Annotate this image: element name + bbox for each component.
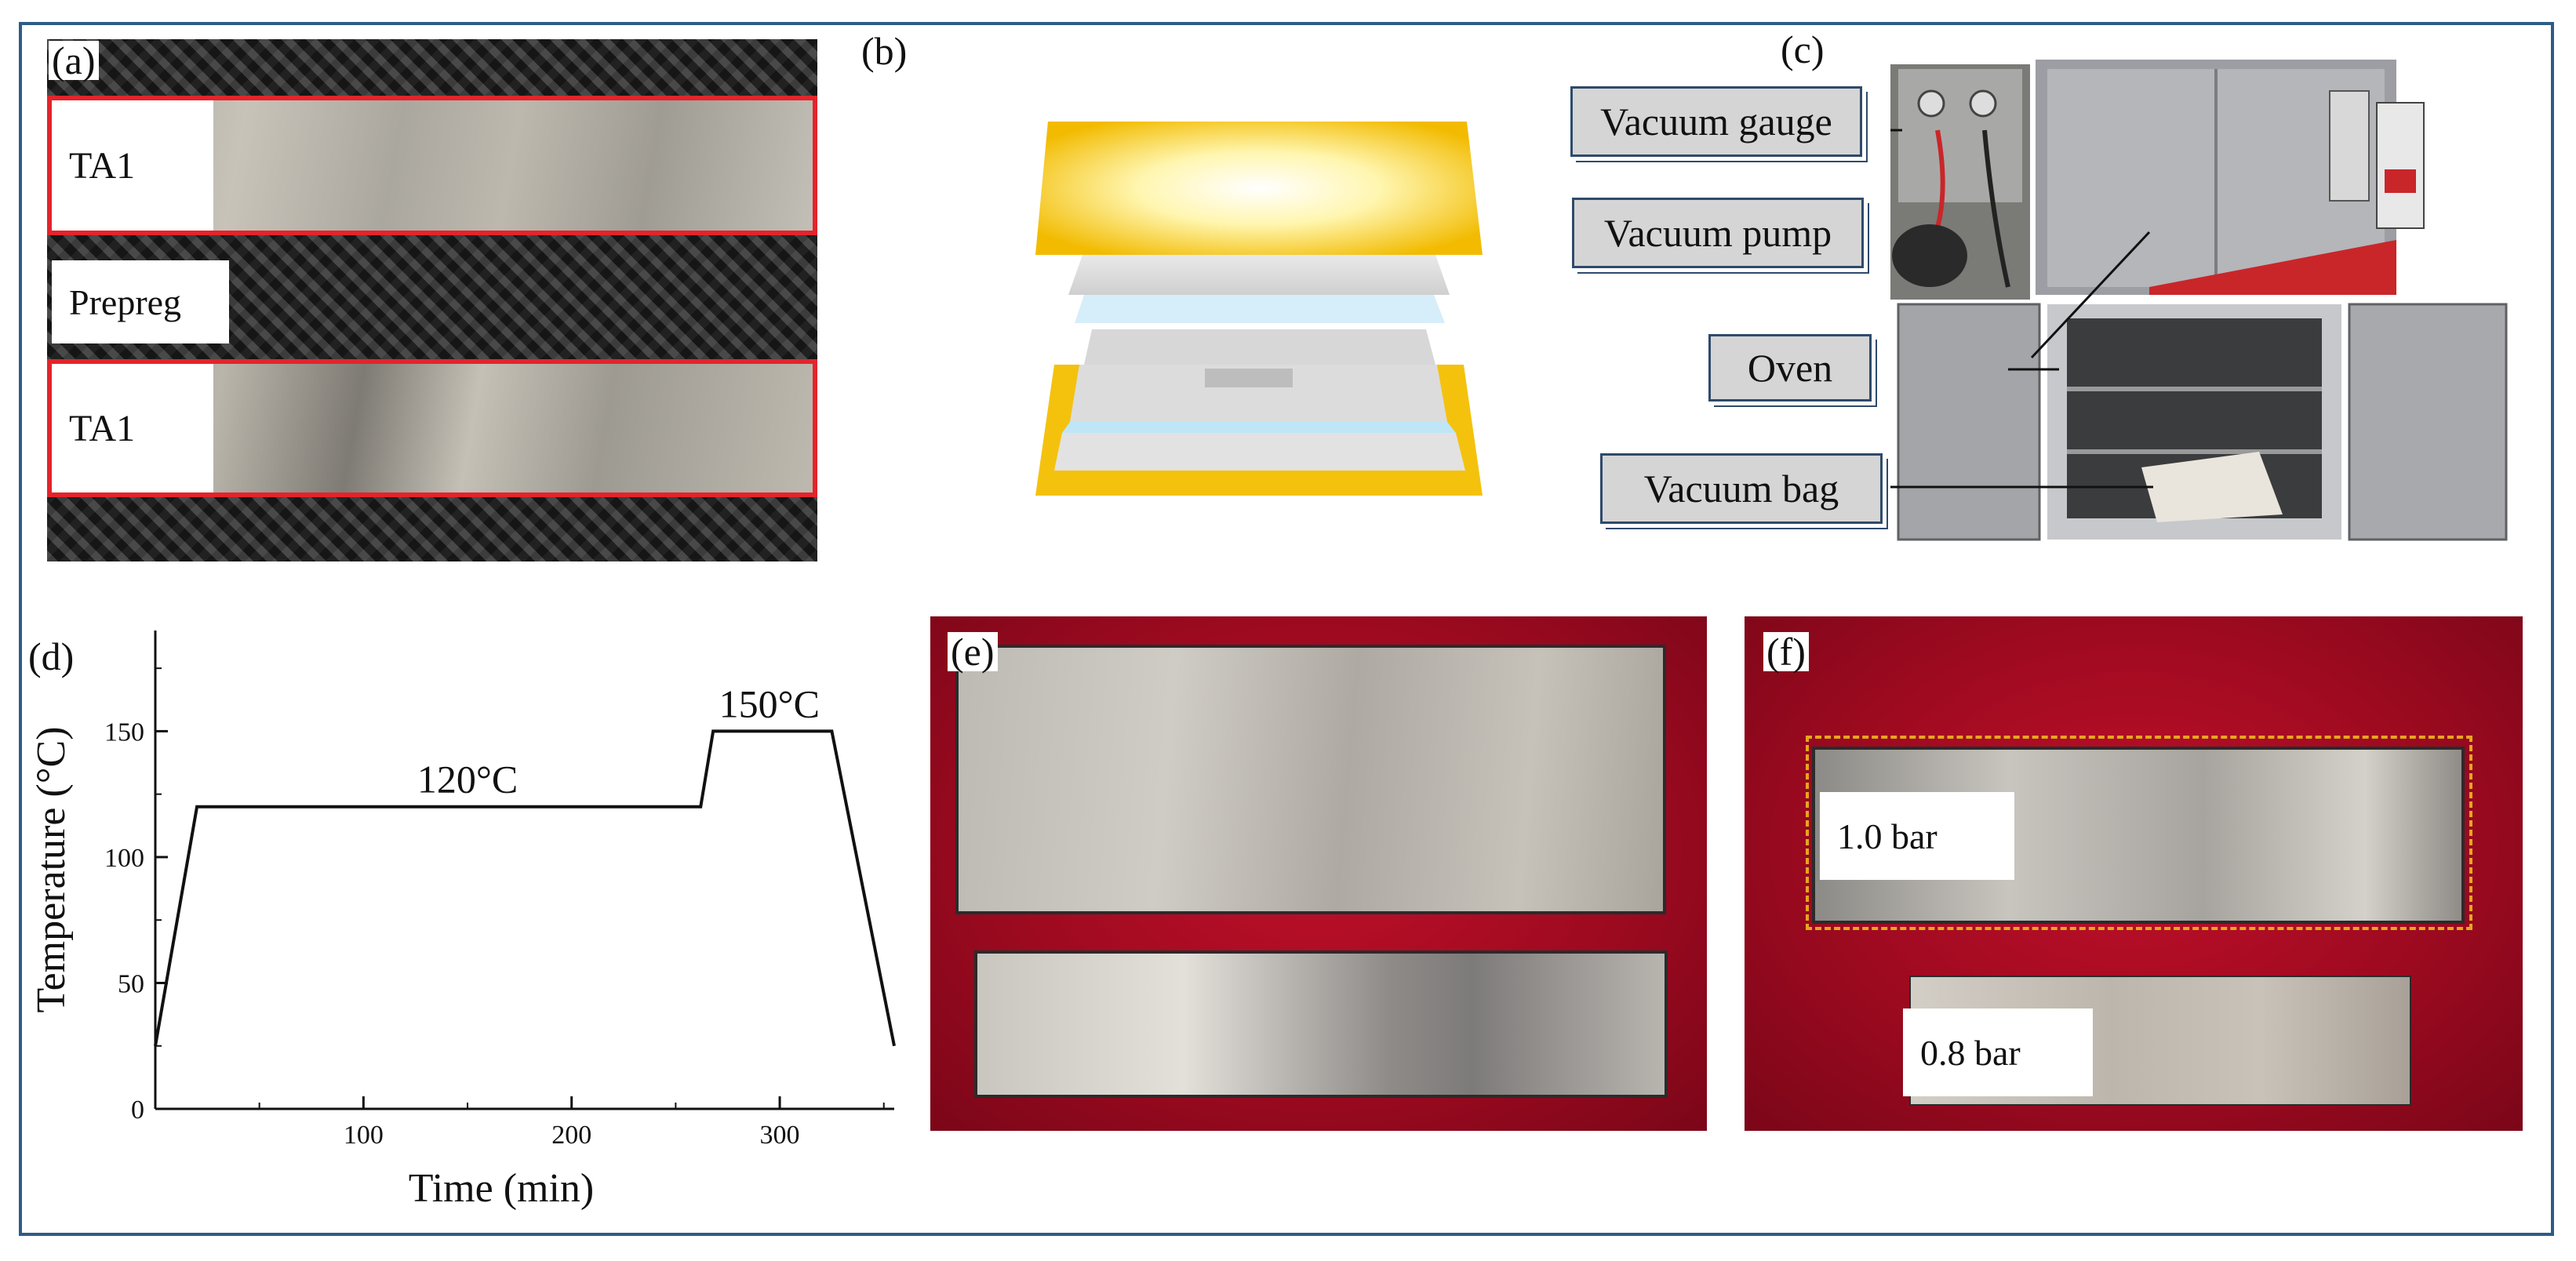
oven-control-panel: [2329, 90, 2370, 202]
y-axis-label: Temperature (°C): [29, 726, 74, 1012]
panel-label-e: (e): [948, 632, 998, 671]
dashed-highlight-box: [1806, 736, 2472, 930]
panel-label-d: (d): [28, 634, 75, 678]
leader-oven-closed: [2030, 231, 2151, 359]
label-1-0-bar: 1.0 bar: [1820, 792, 2014, 880]
callout-vacuum-bag: Vacuum bag: [1600, 453, 1883, 524]
lower-breather-layer: [1062, 422, 1456, 433]
gauge-right-icon: [1969, 89, 1997, 118]
specimen-insert: [1205, 369, 1293, 387]
panel-e-photo: [930, 616, 1707, 1131]
temperature-annotation: 150°C: [719, 681, 820, 725]
side-controller: [2376, 102, 2425, 229]
x-tick-label: 200: [551, 1121, 591, 1150]
specimen-stack: [1070, 365, 1447, 422]
layup-schematic: [1035, 122, 1483, 496]
vacuum-bag-photo: [2141, 452, 2283, 522]
label-0-8-bar: 0.8 bar: [1903, 1008, 2093, 1096]
x-tick-label: 100: [344, 1121, 384, 1150]
panel-label-f: (f): [1763, 632, 1809, 671]
panel-label-b: (b): [861, 29, 908, 73]
vacuum-pump-body: [1892, 224, 1967, 287]
panel-a-photo: TA1 Prepreg TA1: [47, 39, 817, 561]
y-tick-label: 150: [104, 718, 144, 747]
release-film-layer: [1068, 255, 1450, 295]
gauge-left-icon: [1917, 89, 1945, 118]
callout-vacuum-gauge: Vacuum gauge: [1570, 86, 1862, 157]
temperature-annotation: 120°C: [417, 758, 518, 801]
oven-right-door: [2348, 303, 2508, 541]
temperature-profile-line: [154, 729, 896, 1047]
oven-red-stripe: [2149, 240, 2396, 295]
controller-red-button: [2385, 169, 2416, 193]
panel-label-a: (a): [49, 41, 99, 80]
top-bagging-film: [1035, 122, 1483, 255]
prepreg-label: Prepreg: [52, 260, 229, 343]
black-hose: [1982, 129, 2010, 288]
x-tick-label: 300: [760, 1121, 800, 1150]
x-axis-label: Time (min): [409, 1166, 594, 1211]
ta1-bottom-label: TA1: [52, 364, 213, 492]
callout-oven: Oven: [1708, 334, 1872, 402]
ta1-top-label: TA1: [52, 100, 213, 231]
panel-label-c: (c): [1781, 27, 1825, 71]
figure-frame: [19, 22, 2554, 1236]
sample-plate-bottom: [974, 950, 1668, 1098]
callout-vacuum-pump: Vacuum pump: [1572, 198, 1864, 268]
specimen-stack-top: [1084, 329, 1435, 365]
y-tick-label: 0: [131, 1096, 144, 1125]
sample-plate-top: [955, 645, 1666, 914]
lower-release-layer: [1054, 433, 1465, 471]
y-tick-label: 50: [118, 969, 144, 998]
oven-photo: [1890, 60, 2508, 541]
breather-layer: [1075, 295, 1445, 323]
oven-left-door: [1897, 303, 2041, 541]
gauge-panel: [1898, 69, 2022, 202]
panel-f-photo: [1745, 616, 2523, 1131]
y-tick-label: 100: [104, 844, 144, 873]
